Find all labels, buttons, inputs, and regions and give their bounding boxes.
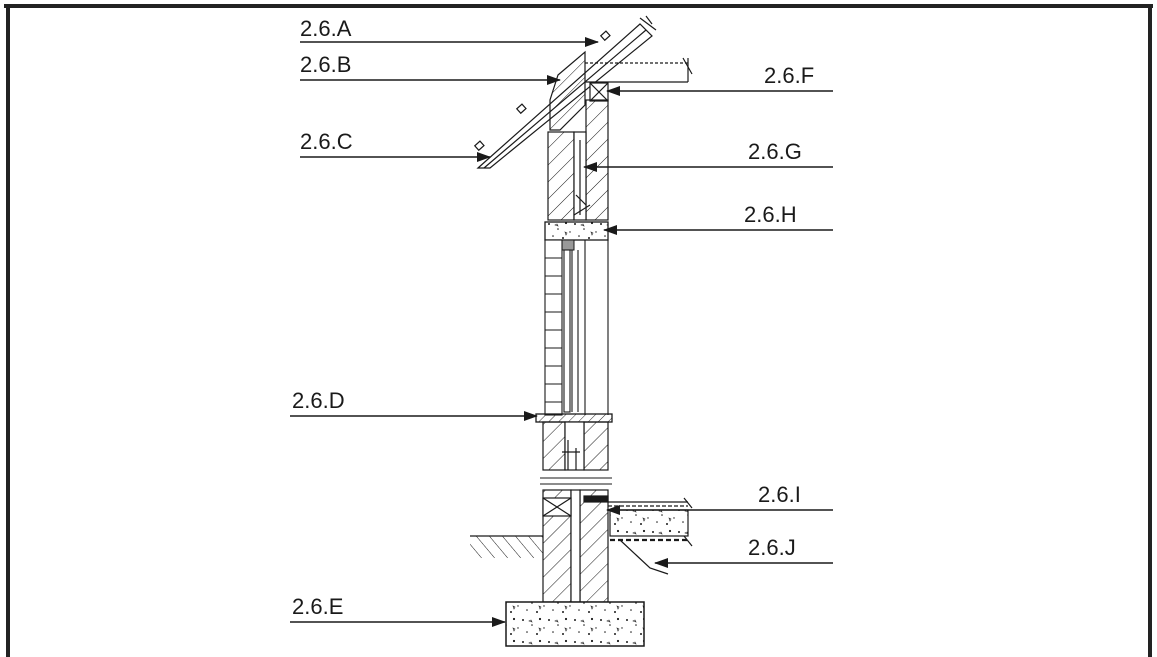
lintel bbox=[544, 221, 609, 241]
label-2-6-b: 2.6.B bbox=[300, 52, 351, 77]
footing bbox=[505, 601, 645, 647]
brick-courses bbox=[545, 257, 562, 403]
upper-wall bbox=[547, 99, 609, 221]
ground-fill bbox=[470, 535, 543, 558]
roof-assembly bbox=[473, 15, 693, 169]
label-2-6-e: 2.6.E bbox=[292, 594, 343, 619]
label-2-6-g: 2.6.G bbox=[748, 139, 802, 164]
foundation-wall bbox=[542, 489, 609, 603]
label-2-6-d: 2.6.D bbox=[292, 388, 345, 413]
lower-wall bbox=[542, 421, 609, 471]
leader-lines bbox=[290, 37, 833, 627]
label-2-6-f: 2.6.F bbox=[764, 63, 814, 88]
window-sill bbox=[535, 413, 613, 423]
label-2-6-h: 2.6.H bbox=[744, 202, 797, 227]
label-2-6-j: 2.6.J bbox=[748, 535, 796, 560]
label-2-6-a: 2.6.A bbox=[300, 16, 352, 41]
section-break bbox=[540, 477, 612, 485]
floor-slab bbox=[608, 497, 693, 575]
label-2-6-c: 2.6.C bbox=[300, 129, 353, 154]
labels: 2.6.A 2.6.B 2.6.C 2.6.D 2.6.E 2.6.F 2.6.… bbox=[292, 16, 814, 619]
frame-border bbox=[4, 4, 1153, 657]
window-wall bbox=[544, 239, 609, 416]
label-2-6-i: 2.6.I bbox=[758, 482, 801, 507]
